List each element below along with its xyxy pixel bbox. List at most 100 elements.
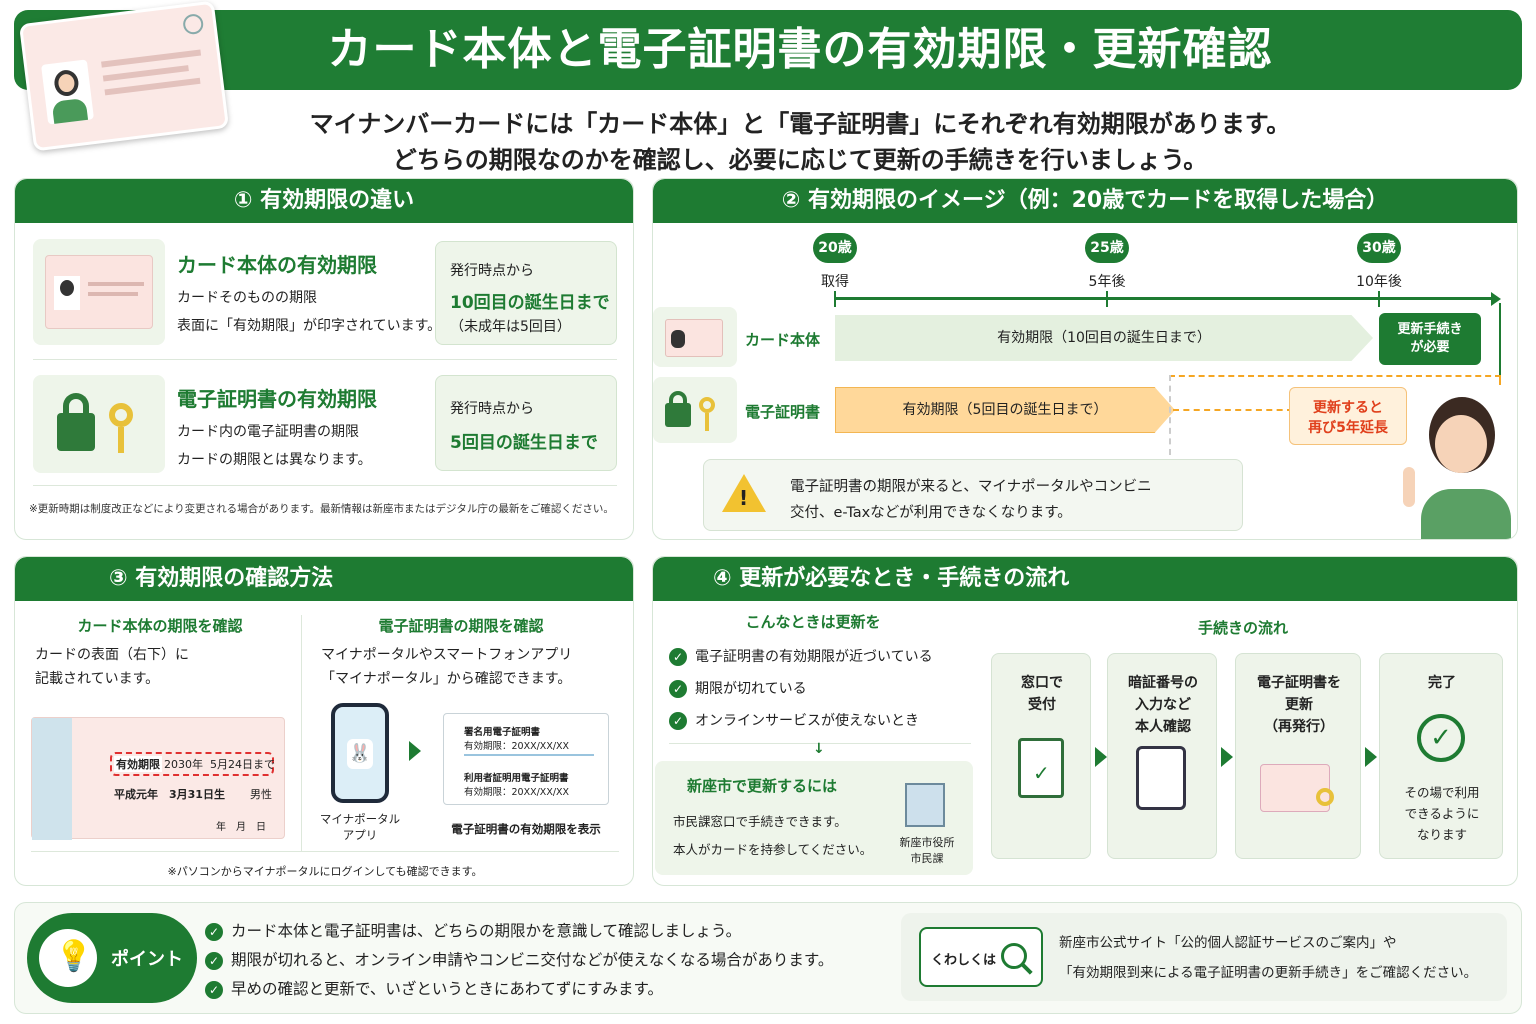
card-photo <box>41 59 95 125</box>
point-item: ✓期限が切れると、オンライン申請やコンビニ交付などが使えなくなる場合があります。 <box>205 946 833 975</box>
city-text-2: 本人がカードを持参してください。 <box>673 842 873 857</box>
flow-arrow-icon <box>1095 747 1107 767</box>
mynumber-card-illustration <box>18 0 230 152</box>
point-item: ✓カード本体と電子証明書は、どちらの期限かを意識して確認しましょう。 <box>205 917 833 946</box>
section-1-title: ① 有効期限の違い <box>15 179 633 223</box>
cert-caption: 電子証明書の有効期限を表示 <box>451 822 601 836</box>
card-box-top: 発行時点から <box>450 263 534 279</box>
check-cert-text: マイナポータルやスマートフォンアプリ 「マイナポータル」から確認できます。 <box>321 647 573 687</box>
more-info-box: くわしくは 新座市公式サイト「公的個人認証サービスのご案内」や 「有効期限到来に… <box>901 913 1507 1001</box>
when-heading: こんなときは更新を <box>745 613 881 631</box>
flow-arrow-icon <box>1221 747 1233 767</box>
section-3-note: ※パソコンからマイナポータルにログインしても確認できます。 <box>167 865 483 878</box>
cert-validity-line1: カード内の電子証明書の期限 <box>177 424 359 440</box>
check-icon: ✓ <box>205 951 223 970</box>
check-icon: ✓ <box>205 980 223 999</box>
check-icon: ✓ <box>669 680 687 698</box>
card-expiry-date: 5月24日まで <box>210 758 275 771</box>
age-25-sub: 5年後 <box>1088 274 1126 290</box>
header-banner <box>14 10 1522 90</box>
city-heading: 新座市で更新するには <box>686 777 837 795</box>
cert-renew-badge: 更新すると 再び5年延長 <box>1289 387 1407 445</box>
more-info-line-2: 「有効期限到来による電子証明書の更新手続き」をご確認ください。 <box>1059 965 1478 981</box>
down-arrow-icon: ↓ <box>813 741 825 757</box>
card-sex: 男性 <box>250 788 272 801</box>
section-check-method: ③ 有効期限の確認方法 カード本体の期限を確認 カードの表面（右下）に 記載され… <box>14 556 634 886</box>
card-box-main: 10回目の誕生日まで <box>450 293 610 313</box>
divider <box>33 359 617 360</box>
section-1-note: ※更新時期は制度改正などにより変更される場合があります。最新情報は新座市またはデ… <box>29 503 614 515</box>
lock-key-thumbnail <box>33 375 165 473</box>
cert-row-icon <box>653 377 737 443</box>
magnifier-icon <box>1001 943 1027 969</box>
flow-arrow-icon <box>1365 747 1377 767</box>
flow-heading: 手続きの流れ <box>1197 619 1288 637</box>
when-item: ✓電子証明書の有効期限が近づいている <box>669 641 933 673</box>
when-item: ✓期限が切れている <box>669 673 933 705</box>
age-20-sub: 取得 <box>821 274 849 290</box>
city-text-1: 市民課窓口で手続きできます。 <box>673 814 847 829</box>
clipboard-icon: ✓ <box>1018 738 1064 798</box>
card-icon <box>1260 764 1330 812</box>
point-bar: 💡 ポイント ✓カード本体と電子証明書は、どちらの期限かを意識して確認しましょう… <box>14 902 1522 1014</box>
card-validity-line2: 表面に「有効期限」が印字されています。 <box>177 318 442 334</box>
section-validity-timeline: ② 有効期限のイメージ（例：20歳でカードを取得した場合） 20歳 取得 25歳… <box>652 178 1518 540</box>
step-complete: 完了 ✓ その場で利用 できるように なります <box>1379 653 1503 859</box>
card-validity-heading: カード本体の有効期限 <box>177 253 377 277</box>
more-info-button[interactable]: くわしくは <box>919 927 1043 987</box>
city-hall-label: 新座市役所 市民課 <box>899 836 955 865</box>
check-icon: ✓ <box>669 648 687 666</box>
cert-box-main: 5回目の誕生日まで <box>450 433 598 453</box>
point-label: ポイント <box>111 949 183 970</box>
point-item: ✓早めの確認と更新で、いざというときにあわてずにすみます。 <box>205 975 833 1004</box>
lock-icon <box>63 393 89 417</box>
cert-display-card: 署名用電子証明書 有効期限：20XX/XX/XX 利用者証明用電子証明書 有効期… <box>443 713 609 805</box>
cert2-name: 利用者証明用電子証明書 <box>464 773 569 784</box>
age-25-badge: 25歳 <box>1085 233 1129 263</box>
section-validity-difference: ① 有効期限の違い カード本体の有効期限 カードそのものの期限 表面に「有効期限… <box>14 178 634 540</box>
card-thumbnail <box>33 239 165 345</box>
card-expiry-label: 有効期限 <box>114 756 162 772</box>
cert2-exp: 有効期限：20XX/XX/XX <box>464 787 570 798</box>
age-30-sub: 10年後 <box>1356 274 1402 290</box>
section-renewal-flow: ④ 更新が必要なとき・手続きの流れ こんなときは更新を ✓電子証明書の有効期限が… <box>652 556 1518 886</box>
smartphone-illustration: 🐰 <box>331 703 389 803</box>
cert-validity-heading: 電子証明書の有効期限 <box>177 387 377 411</box>
timeline-axis <box>835 297 1495 300</box>
card-validity-line1: カードそのものの期限 <box>177 290 317 306</box>
point-list: ✓カード本体と電子証明書は、どちらの期限かを意識して確認しましょう。 ✓期限が切… <box>205 917 833 1004</box>
city-hall-icon <box>905 783 945 827</box>
card-expiry-year: 2030年 <box>164 758 203 771</box>
when-list: ✓電子証明書の有効期限が近づいている ✓期限が切れている ✓オンラインサービスが… <box>669 641 933 737</box>
step-identity-check: 暗証番号の 入力など 本人確認 <box>1107 653 1217 859</box>
when-item: ✓オンラインサービスが使えないとき <box>669 705 933 737</box>
card-box-note: （未成年は5回目） <box>450 319 571 335</box>
city-box: 新座市で更新するには 市民課窓口で手続きできます。 本人がカードを持参してくださ… <box>655 761 973 875</box>
check-cert-heading: 電子証明書の期限を確認 <box>378 617 544 635</box>
cert-validity-box: 発行時点から 5回目の誕生日まで <box>435 375 617 471</box>
keypad-icon <box>1136 746 1186 810</box>
cert-validity-line2: カードの期限とは異なります。 <box>177 452 372 468</box>
more-info-line-1: 新座市公式サイト「公的個人認証サービスのご案内」や <box>1059 935 1397 951</box>
woman-illustration <box>1403 397 1517 539</box>
card-row-icon <box>653 307 737 367</box>
expiry-highlight <box>110 752 274 776</box>
check-icon: ✓ <box>669 712 687 730</box>
intro-line-1: マイナンバーカードには「カード本体」と「電子証明書」にそれぞれ有効期限があります… <box>309 110 1291 138</box>
warning-text: 電子証明書の期限が来ると、マイナポータルやコンビニ 交付、e-Taxなどが利用で… <box>790 479 1152 521</box>
key-icon <box>109 403 133 427</box>
age-30-badge: 30歳 <box>1357 233 1401 263</box>
card-birth: 平成元年 3月31日生 <box>114 788 225 801</box>
section-4-title: ④ 更新が必要なとき・手続きの流れ <box>653 557 1517 601</box>
warning-icon <box>722 474 766 512</box>
rabbit-app-icon: 🐰 <box>347 739 373 769</box>
check-card-text: カードの表面（右下）に 記載されています。 <box>35 647 189 687</box>
check-icon: ✓ <box>205 922 223 941</box>
cert-box-top: 発行時点から <box>450 401 534 417</box>
warning-box: ! 電子証明書の期限が来ると、マイナポータルやコンビニ 交付、e-Taxなどが利… <box>703 459 1243 531</box>
check-card-heading: カード本体の期限を確認 <box>77 617 243 635</box>
app-label: マイナポータル アプリ <box>319 812 401 842</box>
point-badge: 💡 ポイント <box>27 913 197 1003</box>
card-validity-box: 発行時点から 10回目の誕生日まで （未成年は5回目） <box>435 241 617 345</box>
card-row-label: カード本体 <box>745 331 821 349</box>
